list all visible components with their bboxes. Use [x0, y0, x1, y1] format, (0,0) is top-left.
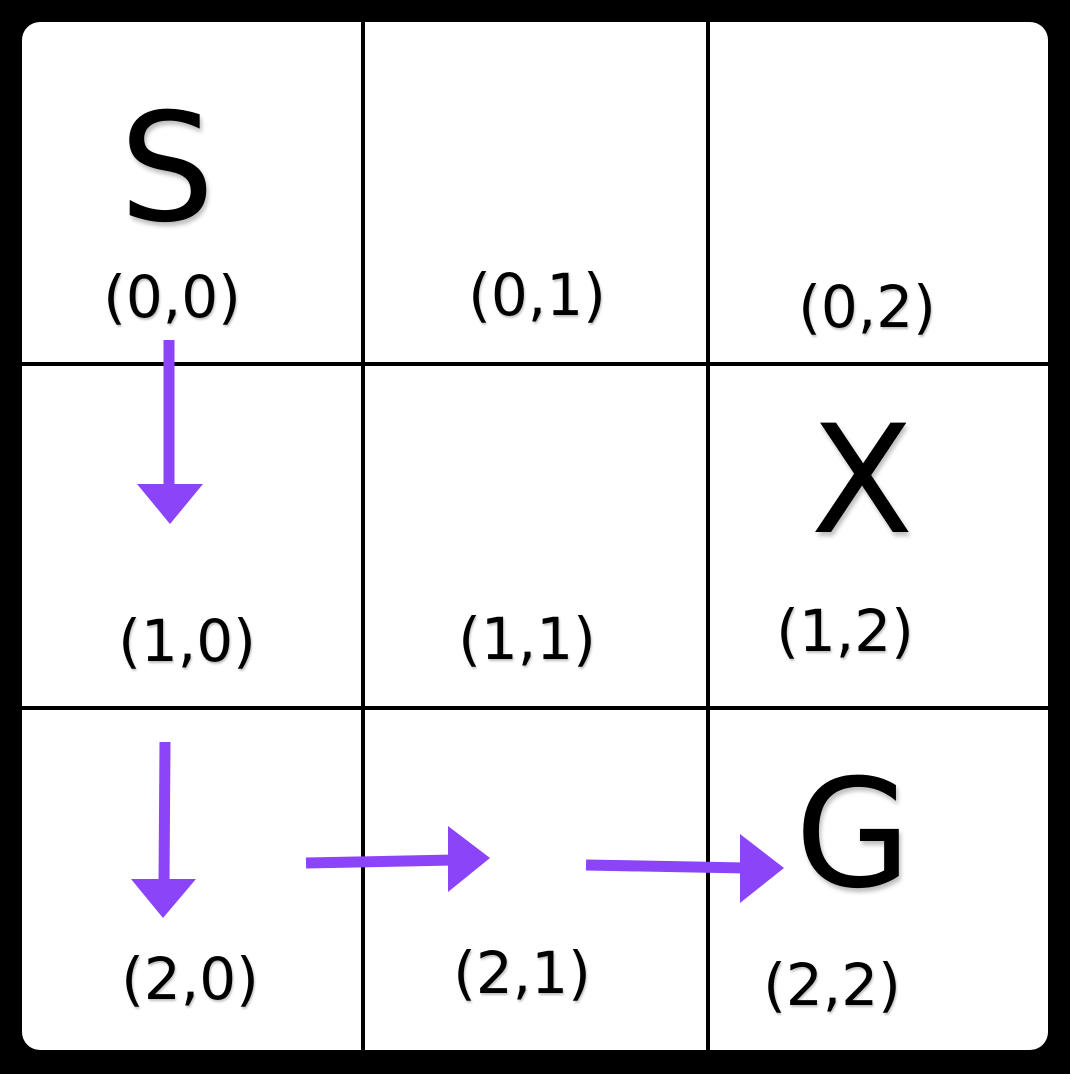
cell-coord-2-2: (2,2): [763, 951, 901, 1019]
cell-coord-1-2: (1,2): [776, 597, 914, 665]
obstacle-marker: X: [810, 394, 914, 568]
cell-coord-0-1: (0,1): [468, 261, 606, 329]
goal-marker: G: [794, 748, 912, 922]
grid-line-horizontal-2: [22, 706, 1048, 710]
grid-board: S (0,0) (0,1) (0,2) (1,0) (1,1) X (1,2) …: [22, 22, 1048, 1050]
cell-coord-0-0: (0,0): [103, 263, 241, 331]
start-marker: S: [119, 82, 215, 256]
grid-line-vertical-1: [361, 22, 365, 1050]
cell-coord-1-0: (1,0): [118, 607, 256, 675]
grid-line-vertical-2: [706, 22, 710, 1050]
cell-coord-0-2: (0,2): [798, 273, 936, 341]
grid-line-horizontal-1: [22, 362, 1048, 366]
cell-coord-2-0: (2,0): [121, 945, 259, 1013]
cell-coord-1-1: (1,1): [458, 605, 596, 673]
cell-coord-2-1: (2,1): [453, 939, 591, 1007]
